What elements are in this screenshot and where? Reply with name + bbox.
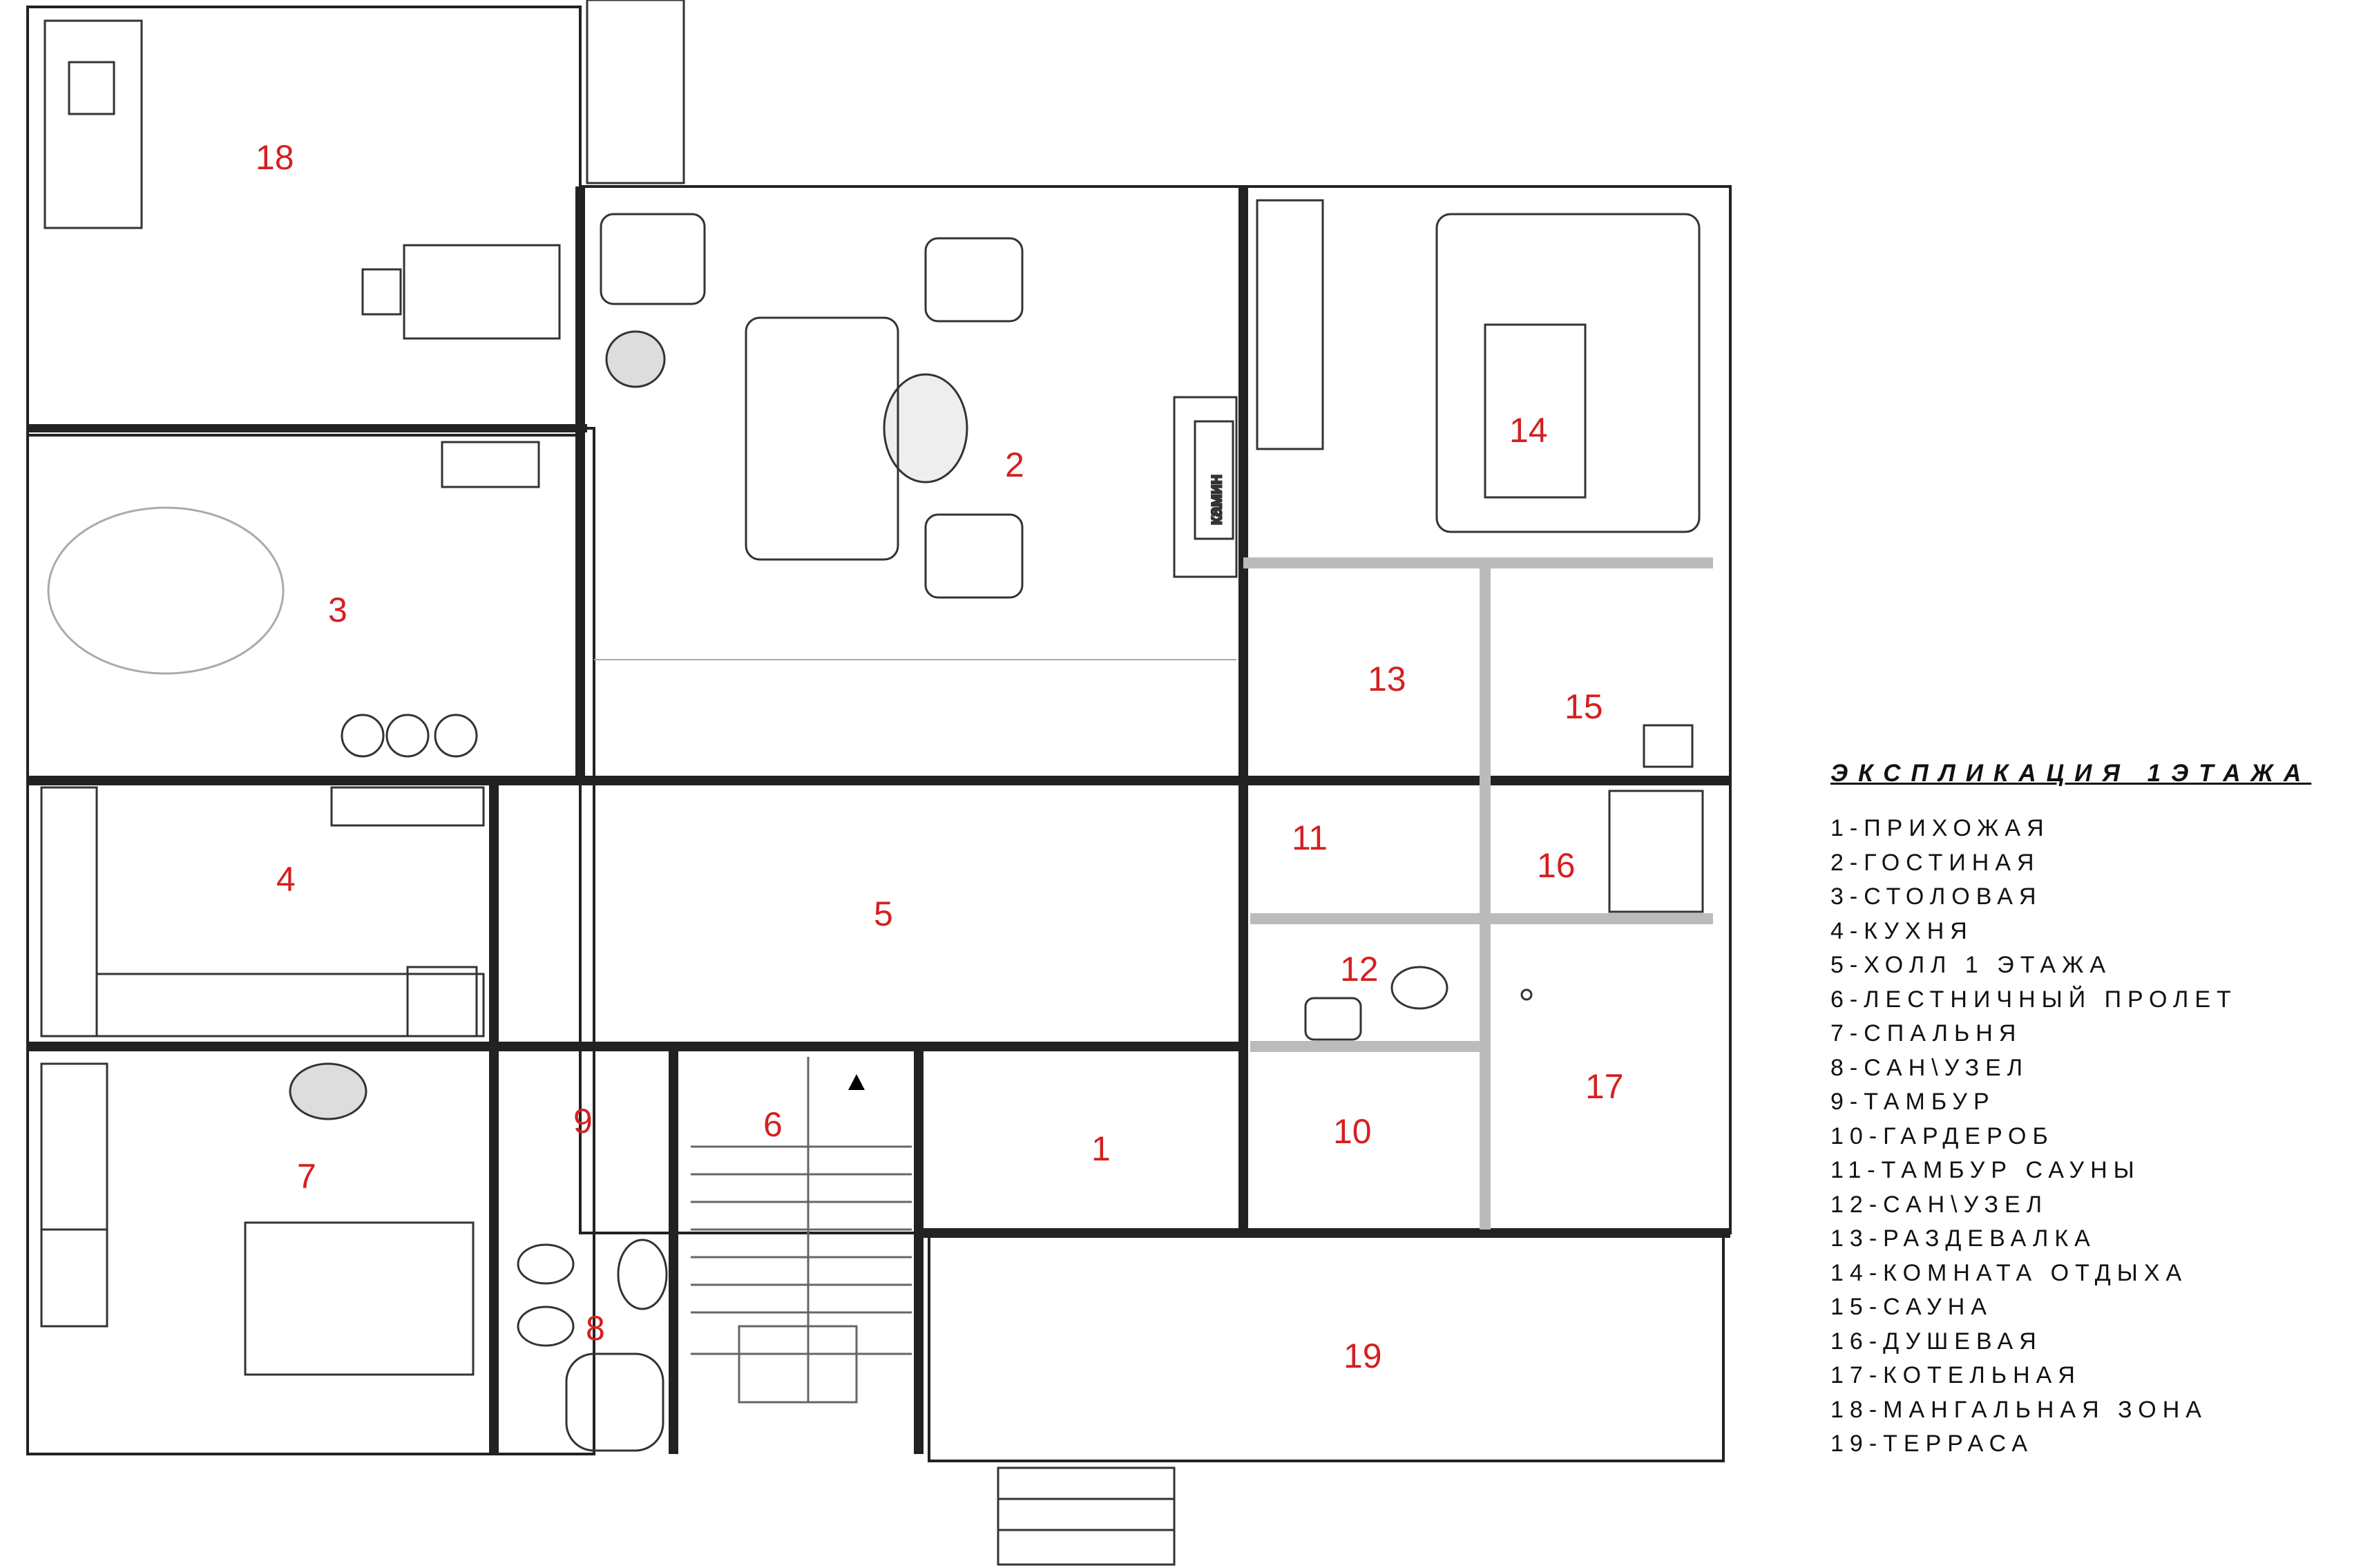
legend-item: 15-САУНА	[1830, 1294, 1993, 1320]
fireplace-label: камин	[1205, 475, 1225, 525]
room-number: 9	[573, 1102, 593, 1140]
legend-item: 8-САН\УЗЕЛ	[1830, 1054, 2029, 1081]
living-furniture: камин	[594, 213, 1238, 660]
room-number: 13	[1368, 660, 1406, 698]
legend-item: 10-ГАРДЕРОБ	[1830, 1122, 2054, 1149]
legend-item: 9-ТАМБУР	[1830, 1089, 1996, 1115]
bedroom-furniture	[40, 1062, 475, 1376]
legend-item: 14-КОМНАТА ОТДЫХА	[1830, 1259, 2188, 1286]
room-number: 3	[328, 591, 347, 629]
grill-area	[44, 0, 685, 340]
room-number: 17	[1585, 1067, 1624, 1106]
legend-item: 18-МАНГАЛЬНАЯ ЗОНА	[1830, 1396, 2208, 1423]
legend-list: 1-ПРИХОЖАЯ 2-ГОСТИНАЯ 3-СТОЛОВАЯ 4-КУХНЯ…	[1830, 812, 2355, 1462]
legend-item: 16-ДУШЕВАЯ	[1830, 1328, 2042, 1355]
legend-item: 12-САН\УЗЕЛ	[1830, 1191, 2049, 1218]
room-number: 18	[256, 138, 294, 177]
room-number: 5	[874, 895, 893, 933]
sauna-fixtures	[1304, 724, 1704, 1041]
legend-item: 19-ТЕРРАСА	[1830, 1431, 2034, 1457]
room-number: 19	[1343, 1337, 1382, 1375]
kitchen-furniture	[40, 786, 485, 1038]
room-number: 7	[297, 1157, 316, 1196]
legend-item: 13-РАЗДЕВАЛКА	[1830, 1225, 2096, 1252]
staircase	[691, 1057, 912, 1404]
room-labels: 1 2 3 4 5 6 7 8 9 10 11 12 13 14 15 16 1…	[256, 138, 1624, 1375]
legend-item: 3-СТОЛОВАЯ	[1830, 883, 2042, 910]
room-number: 6	[763, 1105, 783, 1144]
legend-item: 1-ПРИХОЖАЯ	[1830, 815, 2050, 841]
room-number: 8	[586, 1309, 605, 1348]
room-number: 1	[1091, 1129, 1111, 1168]
room-number: 2	[1005, 446, 1024, 484]
room-number: 4	[276, 860, 296, 899]
walls	[26, 6, 1732, 1462]
legend-item: 17-КОТЕЛЬНАЯ	[1830, 1362, 2081, 1388]
room-number: 15	[1565, 687, 1603, 726]
legend-item: 7-СПАЛЬНЯ	[1830, 1020, 2022, 1046]
legend-item: 11-ТАМБУР САУНЫ	[1830, 1157, 2141, 1183]
rest-room-furniture	[1256, 199, 1701, 533]
terrace-steps	[997, 1466, 1176, 1566]
room-number: 16	[1537, 846, 1576, 885]
legend-item: 6-ЛЕСТНИЧНЫЙ ПРОЛЕТ	[1830, 986, 2237, 1013]
room-number: 10	[1333, 1112, 1372, 1151]
room-number: 11	[1292, 819, 1328, 857]
legend-item: 4-КУХНЯ	[1830, 917, 1973, 944]
explication-legend: ЭКСПЛИКАЦИЯ 1ЭТАЖА 1-ПРИХОЖАЯ 2-ГОСТИНАЯ…	[1830, 760, 2355, 1462]
room-number: 14	[1509, 411, 1548, 450]
room-number: 12	[1340, 950, 1379, 988]
legend-item: 2-ГОСТИНАЯ	[1830, 849, 2040, 876]
bathroom-fixtures	[517, 1239, 668, 1452]
legend-item: 5-ХОЛЛ 1 ЭТАЖА	[1830, 952, 2112, 978]
dining-furniture	[47, 441, 540, 758]
legend-title: ЭКСПЛИКАЦИЯ 1ЭТАЖА	[1830, 760, 2312, 787]
